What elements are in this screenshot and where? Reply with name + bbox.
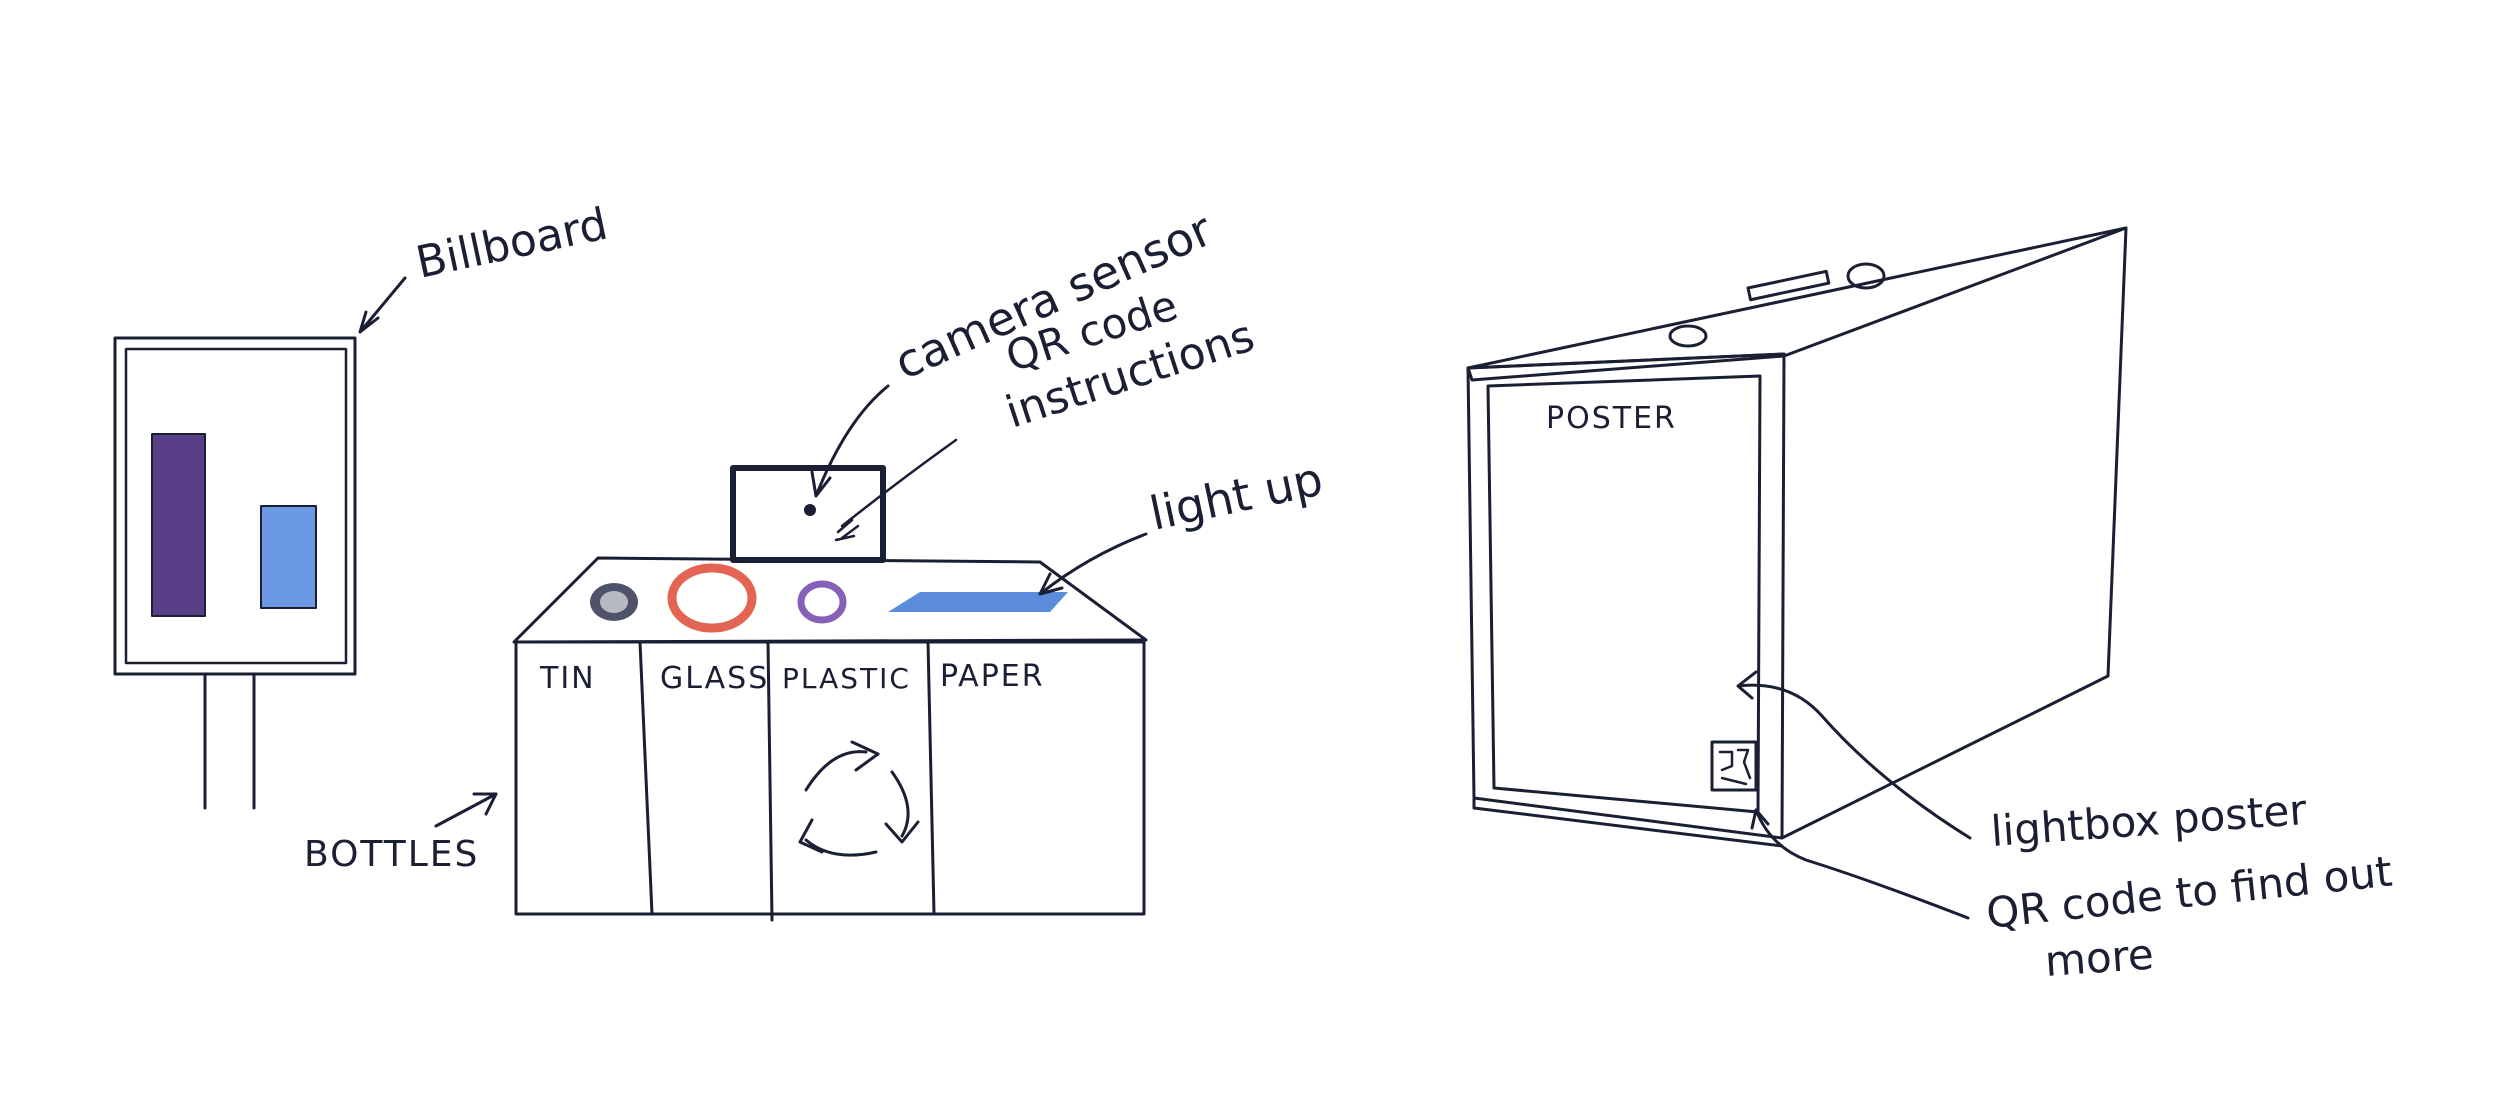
bottles-label: BOTTLES — [304, 834, 479, 875]
lightbox: POSTER — [1466, 226, 2128, 848]
qr-annotation-line-1: QR code to find out — [1984, 847, 2395, 938]
billboard-label: Billboard — [412, 199, 612, 289]
compartment-label-tin: TIN — [539, 661, 596, 696]
lightbox-annotation: lightbox poster QR code to find out more — [1736, 670, 2395, 986]
billboard-bar-short — [261, 506, 316, 608]
compartment-label-plastic: PLASTIC — [782, 662, 911, 695]
compartment-label-glass: GLASS — [660, 661, 769, 696]
bottles-arrow — [434, 792, 498, 828]
billboard-bar-tall — [152, 434, 205, 616]
compartment-label-paper: PAPER — [940, 659, 1045, 694]
poster-label: POSTER — [1546, 401, 1677, 436]
light-up-annotation: light up — [1038, 452, 1327, 596]
glass-slot — [667, 563, 757, 633]
qr-scribble-icon — [834, 518, 860, 542]
camera-sensor-icon — [804, 504, 816, 516]
billboard-arrow — [358, 276, 407, 334]
light-up-label: light up — [1145, 452, 1327, 541]
lightbox-poster-annotation: lightbox poster — [1989, 785, 2309, 856]
qr-code-icon — [1710, 740, 1758, 792]
top-hole-right — [1846, 262, 1886, 290]
plastic-slot — [797, 580, 847, 624]
qr-annotation-line-2: more — [2043, 930, 2155, 986]
billboard: Billboard — [113, 199, 612, 810]
top-slot — [1746, 269, 1831, 302]
recycling-bin: TIN GLASS PLASTIC PAPER BOTTLES — [304, 465, 1148, 922]
top-hole-left — [1668, 324, 1708, 348]
camera-box — [730, 465, 886, 563]
paper-slot — [888, 592, 1068, 612]
recycle-icon — [798, 740, 920, 857]
